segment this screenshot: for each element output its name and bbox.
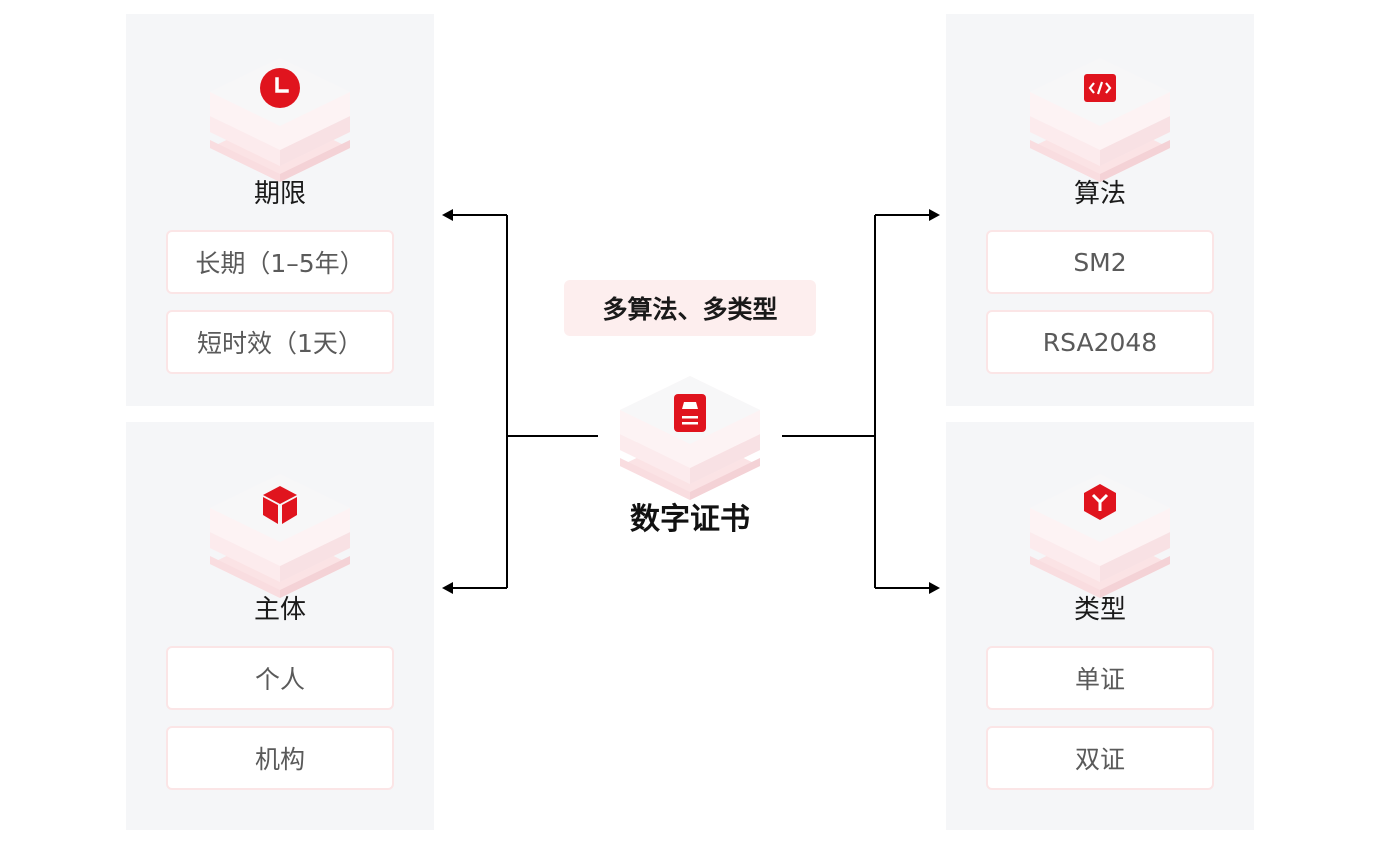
box-icon <box>263 486 297 524</box>
certificate-icon <box>674 394 706 432</box>
arrow-left-bottom <box>442 582 453 594</box>
code-icon <box>1084 74 1116 102</box>
panel-title: 期限 <box>253 179 306 209</box>
panel-type: 类型 单证 双证 <box>946 422 1254 830</box>
option-long-term[interactable]: 长期（1–5年） <box>166 230 394 294</box>
arrow-left-top <box>442 209 453 221</box>
type-hexagon-icon <box>1084 484 1116 520</box>
clock-icon <box>260 68 300 108</box>
panel-title: 类型 <box>1073 595 1126 625</box>
panel-title: 主体 <box>253 595 306 625</box>
arrow-right-bottom <box>929 582 940 594</box>
option-dual-cert[interactable]: 双证 <box>986 726 1214 790</box>
option-rsa2048[interactable]: RSA2048 <box>986 310 1214 374</box>
panel-subject: 主体 个人 机构 <box>126 422 434 830</box>
option-single-cert[interactable]: 单证 <box>986 646 1214 710</box>
panel-period: 期限 长期（1–5年） 短时效（1天） <box>126 14 434 406</box>
panel-algorithm: 算法 SM2 RSA2048 <box>946 14 1254 406</box>
center-title: 数字证书 <box>630 502 750 537</box>
cube-certificate <box>620 376 760 500</box>
feature-tag: 多算法、多类型 <box>564 280 816 336</box>
cube-clock <box>210 58 350 182</box>
option-individual[interactable]: 个人 <box>166 646 394 710</box>
option-short-term[interactable]: 短时效（1天） <box>166 310 394 374</box>
panel-title: 算法 <box>1073 179 1126 209</box>
cube-box <box>210 474 350 598</box>
option-organization[interactable]: 机构 <box>166 726 394 790</box>
option-sm2[interactable]: SM2 <box>986 230 1214 294</box>
arrow-right-top <box>929 209 940 221</box>
